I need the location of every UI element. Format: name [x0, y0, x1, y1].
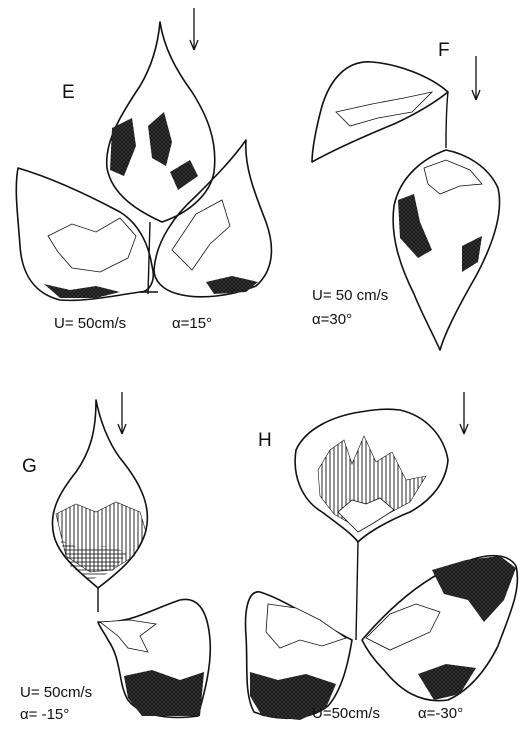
stem-H — [356, 542, 358, 640]
panel-label-F: F — [438, 40, 450, 61]
caption-angle-E: α=15° — [172, 315, 212, 332]
panel-E: E U= 50cm/s α=15° — [16, 8, 271, 332]
panel-label-E: E — [62, 82, 75, 103]
caption-velocity-F: U= 50 cm/s — [312, 287, 388, 304]
leaflet-lower-G-dark — [124, 670, 204, 716]
leaflet-lower-F-dark — [398, 194, 482, 272]
leaflet-lower-G-light — [100, 620, 156, 652]
caption-velocity-G: U= 50cm/s — [20, 684, 92, 701]
leaflet-left-E-dark — [44, 284, 120, 298]
leaflet-top-E-dark — [110, 112, 198, 190]
leaflet-left-E-light — [48, 218, 136, 272]
panel-G: G U= 50cm/s α= -15° — [20, 392, 210, 723]
caption-velocity-E: U= 50cm/s — [54, 315, 126, 332]
caption-angle-G: α= -15° — [20, 706, 69, 723]
panel-label-G: G — [22, 456, 37, 477]
caption-angle-F: α=30° — [312, 311, 352, 328]
panel-F: F U= 50 cm/s α=30° — [312, 40, 500, 350]
panel-H: H U=50cm/s α=-30° — [246, 392, 518, 722]
caption-velocity-H: U=50cm/s — [312, 705, 380, 722]
stem-F — [446, 92, 448, 148]
leaflet-right-H-light — [366, 604, 440, 650]
panel-label-H: H — [258, 430, 272, 451]
leaflet-lower-F-light — [424, 160, 482, 194]
leaflet-upper-F-light — [336, 92, 432, 126]
leaflet-right-E-dark — [206, 276, 258, 294]
leaflet-left-H-light — [266, 604, 346, 648]
caption-angle-H: α=-30° — [418, 705, 463, 722]
